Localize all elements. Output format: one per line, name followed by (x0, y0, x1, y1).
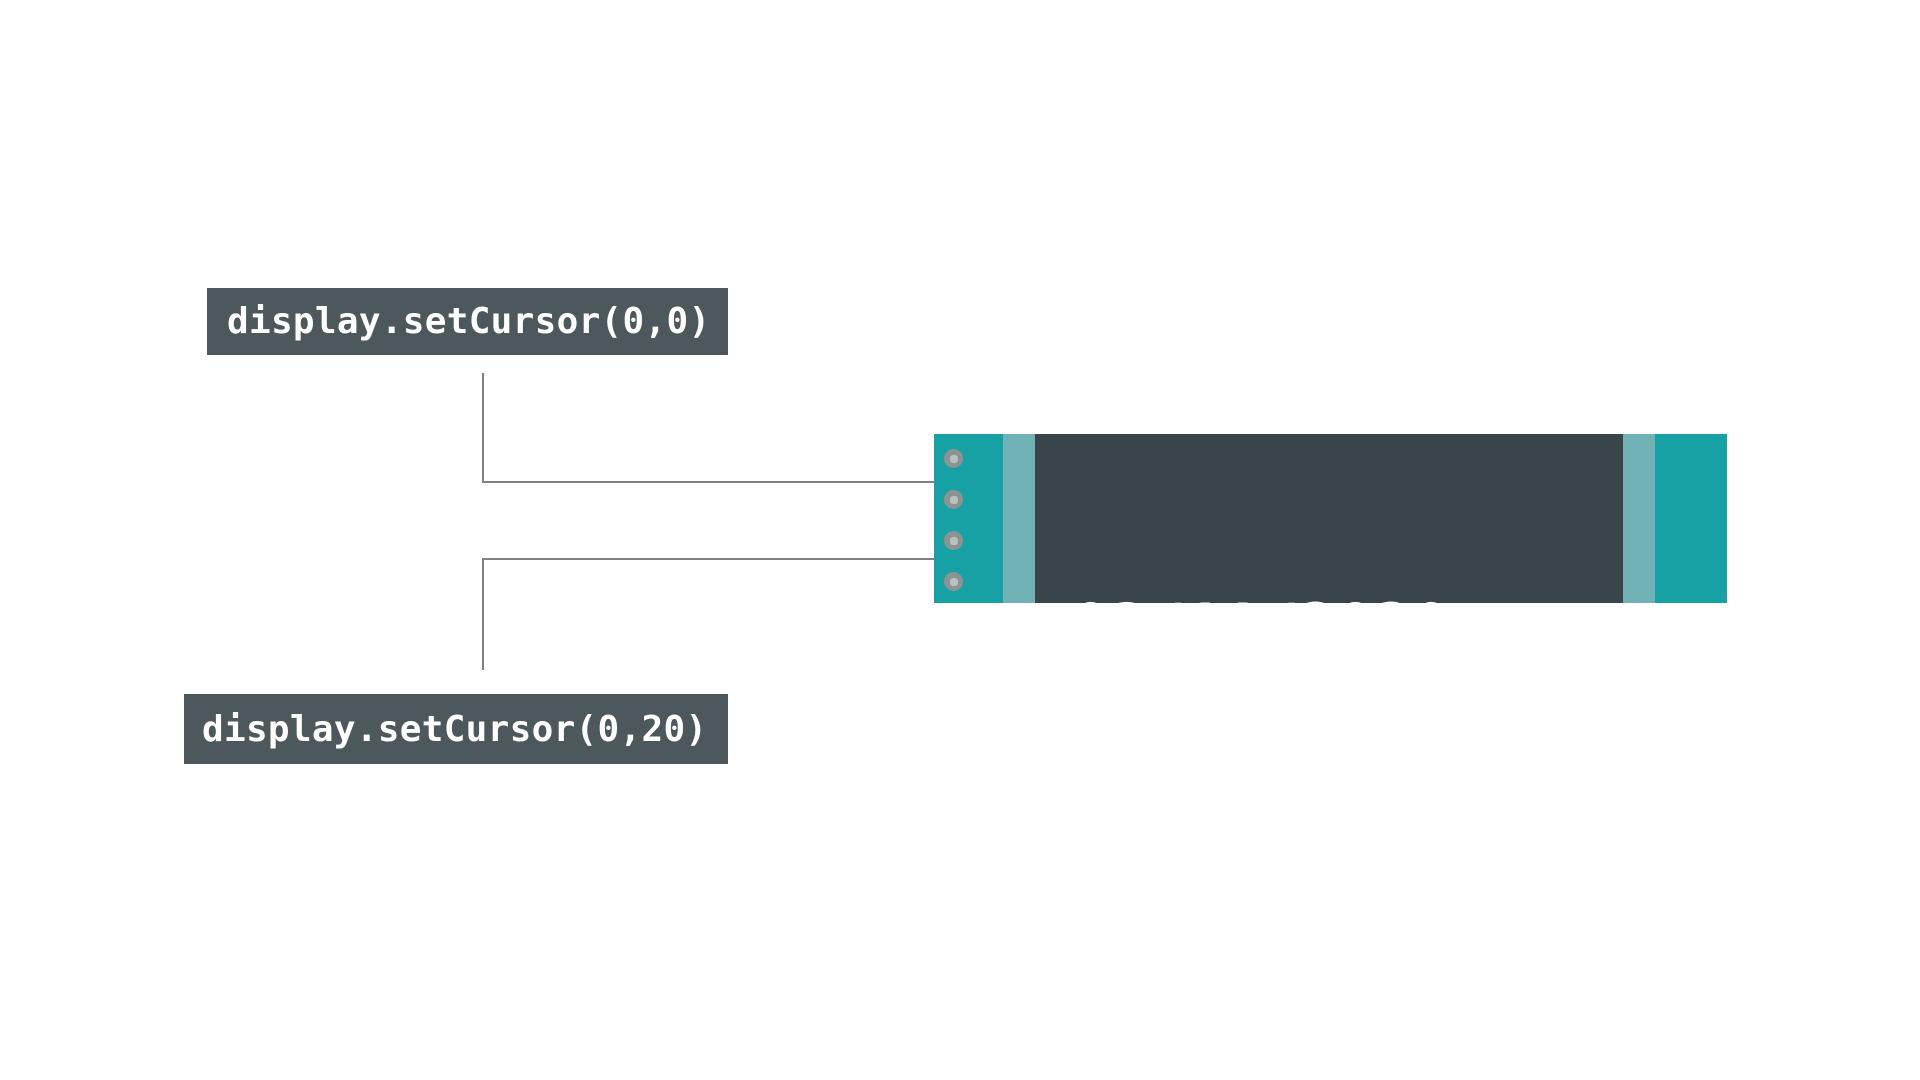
code-label-text: display.setCursor(0,20) (202, 708, 708, 750)
code-label-setcursor-0-0: display.setCursor(0,0) (207, 288, 728, 355)
module-left-edge (934, 434, 1003, 603)
pin-hole-icon (944, 531, 963, 550)
screen-text: 03/11/2020 09:36:00 (1072, 449, 1450, 1017)
pin-hole-icon (944, 449, 963, 468)
connector-top-vertical-line (482, 373, 484, 483)
screen-line-date: 03/11/2020 (1072, 590, 1451, 663)
pin-hole-icon (944, 572, 963, 591)
screen-line-time: 09:36:00 (1072, 803, 1375, 876)
code-label-text: display.setCursor(0,0) (227, 301, 711, 342)
module-right-edge (1655, 434, 1727, 603)
oled-display-module: 03/11/2020 09:36:00 (934, 434, 1727, 875)
connector-bottom-horizontal-line (482, 558, 1040, 560)
module-right-bezel-strip (1623, 434, 1655, 603)
connector-top-horizontal-line (482, 481, 1003, 483)
pin-hole-icon (944, 490, 963, 509)
display-screen: 03/11/2020 09:36:00 (1035, 434, 1623, 875)
connector-bottom-vertical-line (482, 558, 484, 670)
code-label-setcursor-0-20: display.setCursor(0,20) (184, 694, 728, 764)
module-left-bezel-strip (1003, 434, 1035, 603)
